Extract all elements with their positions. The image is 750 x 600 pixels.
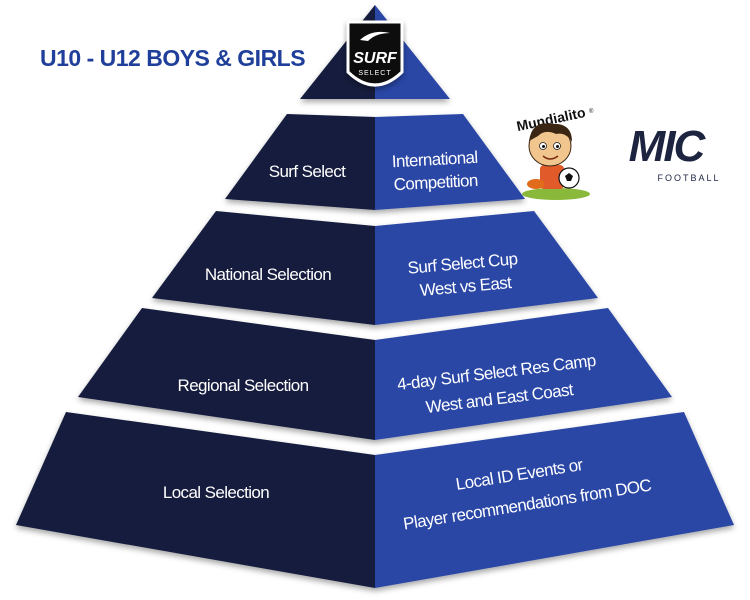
tier-1-left-label: Surf Select: [269, 162, 346, 181]
tier-1-right-line-1: International: [391, 148, 478, 171]
tier-3-left-face: [78, 308, 375, 440]
mic-football-logo: MIC FOOTBALL: [629, 122, 720, 183]
tier-4-left-label: Local Selection: [163, 483, 269, 502]
wave-icon: [360, 31, 390, 41]
tier-surf-select: [225, 114, 525, 210]
tier-3-right-face: [375, 308, 672, 440]
tier-1-right-face: [375, 114, 525, 210]
tier-4-right-face: [375, 412, 734, 588]
tier-national-selection: [152, 211, 598, 325]
tier-local-selection: [16, 412, 734, 588]
shield-icon: [346, 20, 404, 87]
mic-wordmark: MIC: [629, 122, 707, 171]
tier-regional-selection: [78, 308, 672, 440]
mundialito-logo: Mundialito ®: [515, 104, 594, 200]
tier-4-left-face: [16, 412, 375, 588]
tier-2-right-face: [375, 211, 598, 325]
mic-football-subtext: FOOTBALL: [657, 173, 720, 183]
tier-2-left-face: [152, 211, 375, 325]
page-title: U10 - U12 BOYS & GIRLS: [40, 45, 305, 71]
logo-surf-text: SURF: [353, 50, 398, 67]
soccer-ball-icon: [558, 167, 580, 189]
tier-1-left-face: [225, 114, 375, 210]
tier-3-left-label: Regional Selection: [178, 376, 309, 395]
mascot-icon: [522, 123, 590, 200]
tier-1-right-line-2: Competition: [393, 171, 478, 194]
surf-select-logo: SURF SELECT: [346, 20, 404, 87]
tier-2-left-label: National Selection: [205, 265, 331, 284]
mundialito-registered-mark: ®: [589, 108, 594, 115]
logo-select-text: SELECT: [358, 70, 391, 77]
